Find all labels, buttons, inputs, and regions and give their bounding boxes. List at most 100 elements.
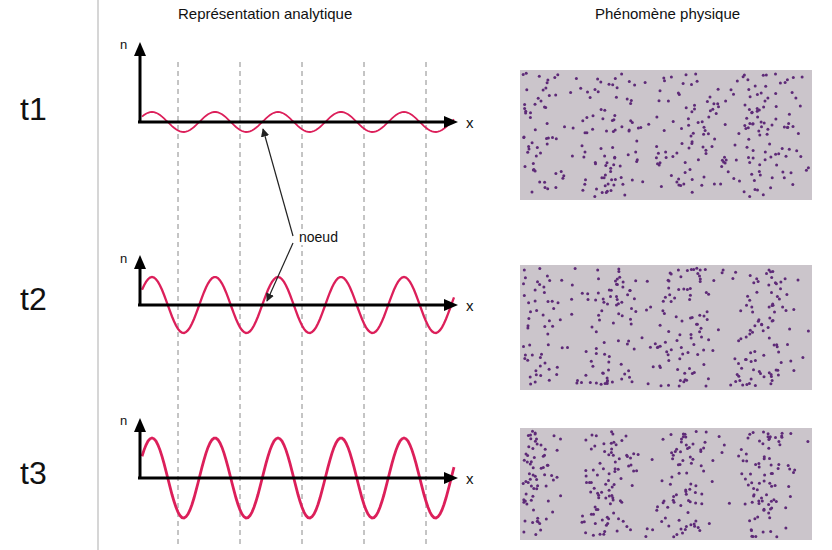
particle [690,462,693,465]
particle [765,493,768,496]
particle [556,366,559,369]
particle [748,122,751,125]
particle [585,116,588,119]
particle [689,483,692,486]
particle [756,515,759,518]
particle [772,319,775,322]
particle [731,277,734,280]
particle [524,354,527,357]
particle [593,445,596,448]
particle [787,464,790,467]
particle [616,86,619,89]
particle [707,116,710,119]
particle [677,269,680,272]
particle [704,149,707,152]
particle [775,105,778,108]
particle [776,295,779,298]
axes [134,42,458,484]
particle [740,472,743,475]
particle [657,346,660,349]
particle [690,83,693,86]
particle [604,497,607,500]
particle [754,535,757,538]
particle [535,155,538,158]
particle [591,433,594,436]
particle [753,493,756,496]
particle-box [520,265,812,390]
particle [672,495,675,498]
particle [526,460,529,463]
particle [522,345,525,348]
particle [616,298,619,301]
particle [708,522,711,525]
particle [670,76,673,79]
particle [770,291,773,294]
particle [602,301,605,304]
particle [732,177,735,180]
particle [534,369,537,372]
particle [766,133,769,136]
particle [686,288,689,291]
particle [545,517,548,520]
particle [679,450,682,453]
particle [748,333,751,336]
particle [689,456,692,459]
particle [682,435,685,438]
particle [788,467,791,470]
particle [771,319,774,322]
particle [586,292,589,295]
particle [748,299,751,302]
particle [699,450,702,453]
particle [612,454,615,457]
particle [523,294,526,297]
particle [758,370,761,373]
particle [540,467,543,470]
particle [670,348,673,351]
particle [614,467,617,470]
particle [707,132,710,135]
particle [522,73,525,76]
particle [768,143,771,146]
particle [699,269,702,272]
particle [687,511,690,514]
particle [655,145,658,148]
particle [749,351,752,354]
particle [752,149,755,152]
particle [621,286,624,289]
particle [546,79,549,82]
particle [539,152,542,155]
particle [598,318,601,321]
particle [627,153,630,156]
particle [596,492,599,495]
particle [606,516,609,519]
particle [612,441,615,444]
particle [526,454,529,457]
particle [707,338,710,341]
particle [761,499,764,502]
particle [777,374,780,377]
particle [768,317,771,320]
particle [592,513,595,516]
particle [768,337,771,340]
particle [629,289,632,292]
particle [671,457,674,460]
particle [531,354,534,357]
particle [530,460,533,463]
particle [711,145,714,148]
particle [608,83,611,86]
particle [609,502,612,505]
particle [596,269,599,272]
particle [753,179,756,182]
particle [704,129,707,132]
particle [602,533,605,536]
particle [759,174,762,177]
particle [551,510,554,513]
particle [729,384,732,387]
particle [608,472,611,475]
particle [631,178,634,181]
particle [524,520,527,523]
particle [548,94,551,97]
particle [560,170,563,173]
particle [764,100,767,103]
particle [661,479,664,482]
